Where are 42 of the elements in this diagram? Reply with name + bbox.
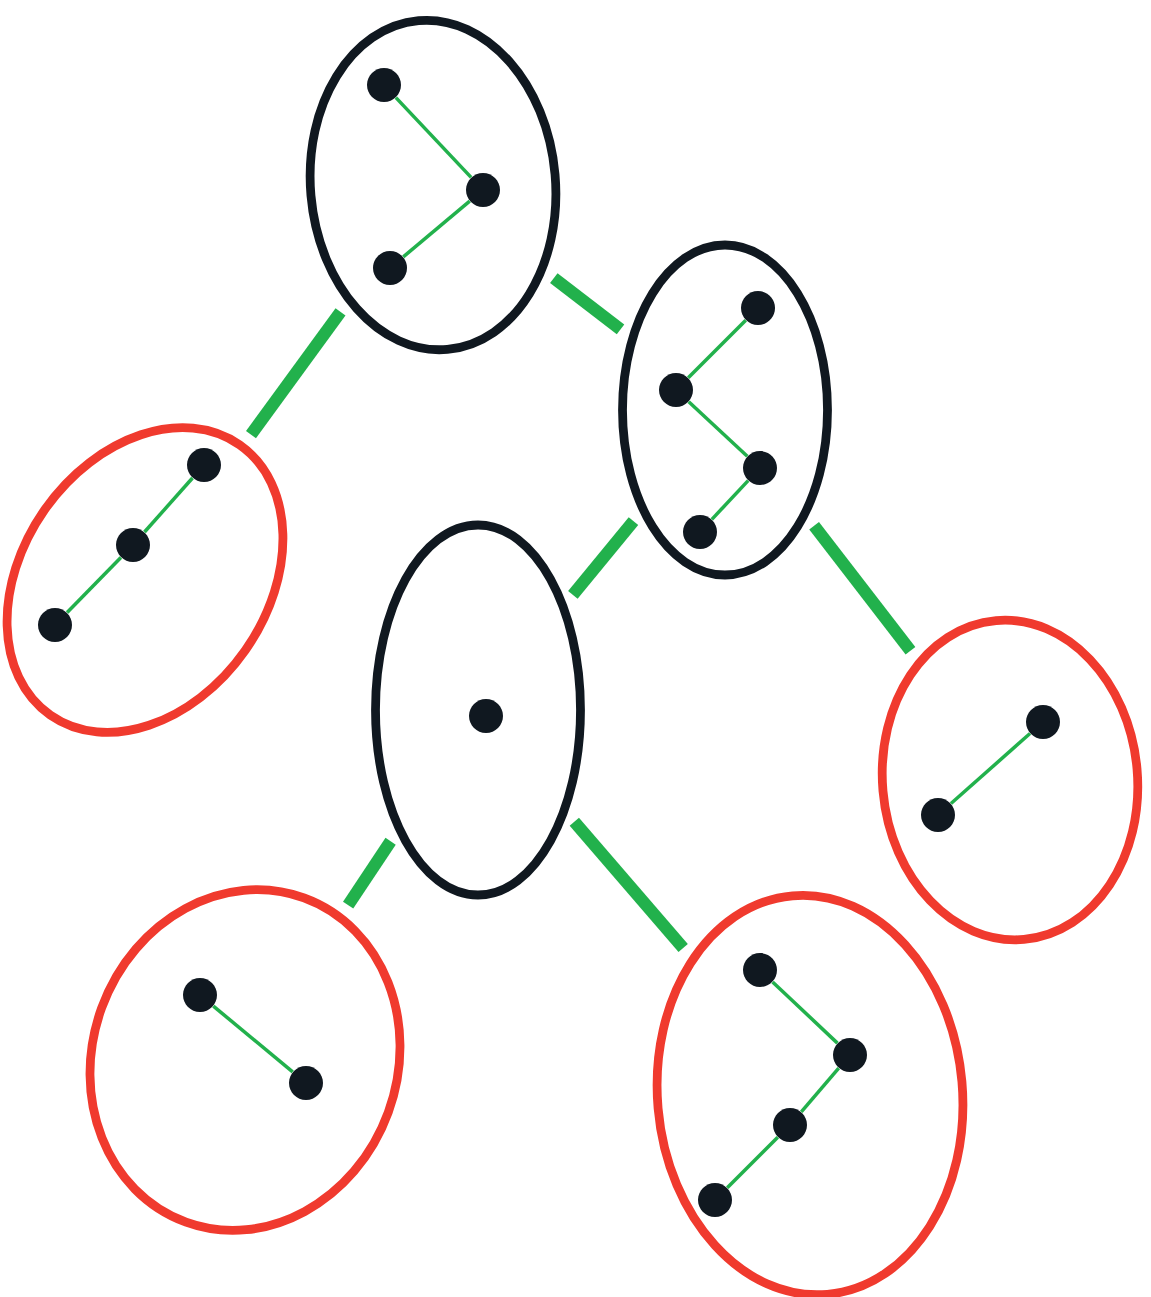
- dot: [743, 451, 777, 485]
- dot: [773, 1108, 807, 1142]
- dot: [187, 448, 221, 482]
- dot: [289, 1066, 323, 1100]
- ellipse: [85, 885, 405, 1235]
- link-line: [726, 1136, 779, 1189]
- dot: [116, 528, 150, 562]
- link-line: [687, 319, 747, 379]
- link-line: [402, 199, 471, 259]
- dot: [698, 1183, 732, 1217]
- link-line: [394, 96, 473, 179]
- link-line: [771, 980, 839, 1045]
- dot: [743, 953, 777, 987]
- dot: [469, 699, 503, 733]
- link-line: [710, 479, 750, 521]
- dot: [921, 798, 955, 832]
- dot: [833, 1038, 867, 1072]
- connector-line: [809, 521, 916, 655]
- connector-line: [569, 817, 688, 952]
- link-line: [949, 732, 1032, 805]
- ellipse: [877, 616, 1143, 944]
- link-line: [212, 1004, 294, 1074]
- connector-line: [246, 308, 346, 439]
- link-line: [65, 556, 123, 614]
- connector-line: [568, 517, 639, 599]
- dot: [38, 608, 72, 642]
- dot: [183, 978, 217, 1012]
- dot: [1026, 705, 1060, 739]
- dot: [466, 173, 500, 207]
- link-line: [687, 400, 749, 458]
- ellipse: [618, 240, 832, 580]
- dot: [683, 515, 717, 549]
- connector-line: [550, 273, 625, 335]
- dot: [367, 68, 401, 102]
- connector-line: [343, 837, 396, 909]
- dot: [373, 251, 407, 285]
- link-line: [799, 1067, 841, 1113]
- dot: [659, 373, 693, 407]
- link-line: [143, 476, 194, 534]
- dot: [741, 291, 775, 325]
- ellipse: [371, 520, 585, 900]
- ellipse: [305, 16, 561, 354]
